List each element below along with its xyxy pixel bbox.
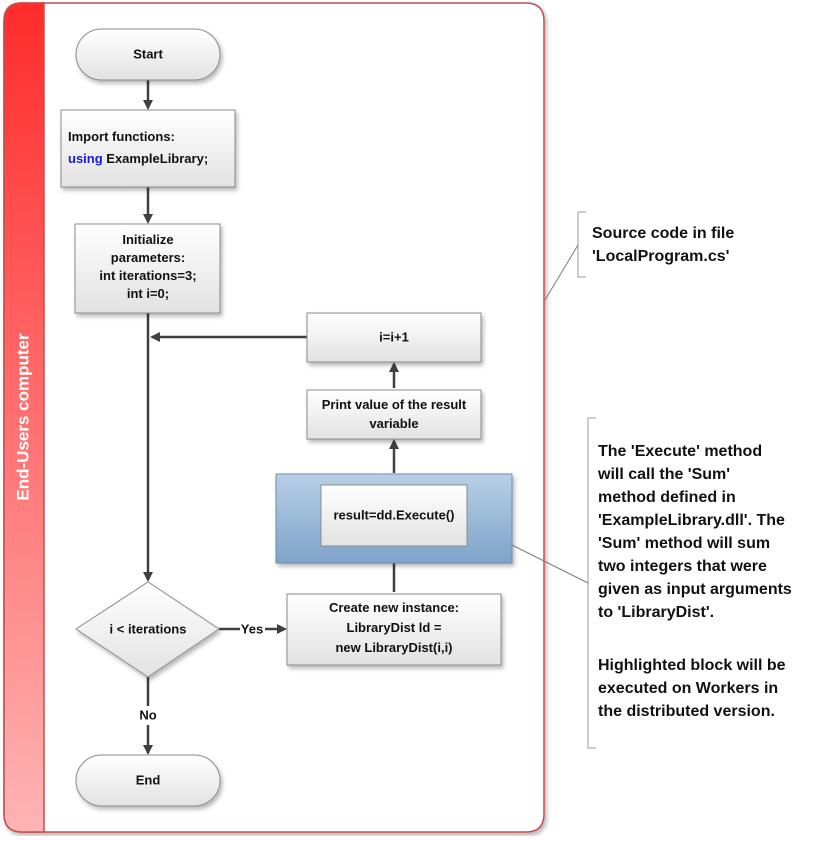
execute-annotation-line-6: two integers that were [598,558,767,575]
init-line-1: Initialize [122,232,173,247]
init-line-2: parameters: [111,250,185,265]
init-process: Initialize parameters: int iterations=3;… [74,223,221,314]
source-annotation-bracket [577,211,586,278]
start-terminator: Start [75,28,221,81]
start-label: Start [133,46,163,61]
create-process: Create new instance: LibraryDist ld = ne… [286,593,502,666]
source-annotation-connector [544,244,579,301]
execute-label: result=dd.Execute() [333,507,454,522]
execute-annotation-line-11: executed on Workers in [598,680,778,697]
swimlane-title: End-Users computer [13,333,32,501]
init-line-3: int iterations=3; [99,268,196,283]
print-line-2: variable [369,416,418,431]
highlighted-block: result=dd.Execute() [275,473,513,564]
import-line-2: using ExampleLibrary; [68,151,208,166]
decision-node: i < iterations [75,581,220,678]
execute-annotation-line-10: Highlighted block will be [598,657,786,674]
init-line-4: int i=0; [127,286,169,301]
decision-label: i < iterations [110,621,187,636]
end-label: End [136,772,161,787]
source-annotation-line-1: Source code in file [592,225,734,242]
execute-annotation-line-7: given as input arguments [598,581,792,598]
import-process: Import functions: using ExampleLibrary; [60,109,236,188]
swimlane-header [3,2,45,833]
execute-annotation-line-2: will call the 'Sum' [597,466,730,483]
execute-annotation-bracket [587,417,596,749]
print-process: Print value of the result variable [306,389,482,440]
import-line-1: Import functions: [68,129,175,144]
execute-annotation-line-5: 'Sum' method will sum [598,535,770,552]
execute-annotation-line-8: to 'LibraryDist'. [598,604,714,621]
execute-annotation: The 'Execute' method will call the 'Sum'… [511,417,792,749]
create-line-3: new LibraryDist(i,i) [335,640,452,655]
print-line-1: Print value of the result [322,397,467,412]
import-rest: ExampleLibrary; [103,151,209,166]
create-line-1: Create new instance: [329,600,459,615]
yes-label: Yes [241,621,263,636]
import-keyword: using [68,151,103,166]
execute-annotation-line-12: the distributed version. [598,703,775,720]
execute-annotation-connector [511,544,589,584]
no-label: No [139,707,156,722]
end-terminator: End [75,754,221,807]
execute-annotation-line-1: The 'Execute' method [598,443,762,460]
execute-process: result=dd.Execute() [320,484,468,547]
create-line-2: LibraryDist ld = [347,620,442,635]
increment-label: i=i+1 [379,329,409,344]
source-annotation-line-2: 'LocalProgram.cs' [592,248,729,265]
execute-annotation-line-3: method defined in [598,489,736,506]
increment-process: i=i+1 [306,312,482,363]
source-annotation: Source code in file 'LocalProgram.cs' [544,211,734,301]
execute-annotation-line-4: 'ExampleLibrary.dll'. The [598,512,785,529]
